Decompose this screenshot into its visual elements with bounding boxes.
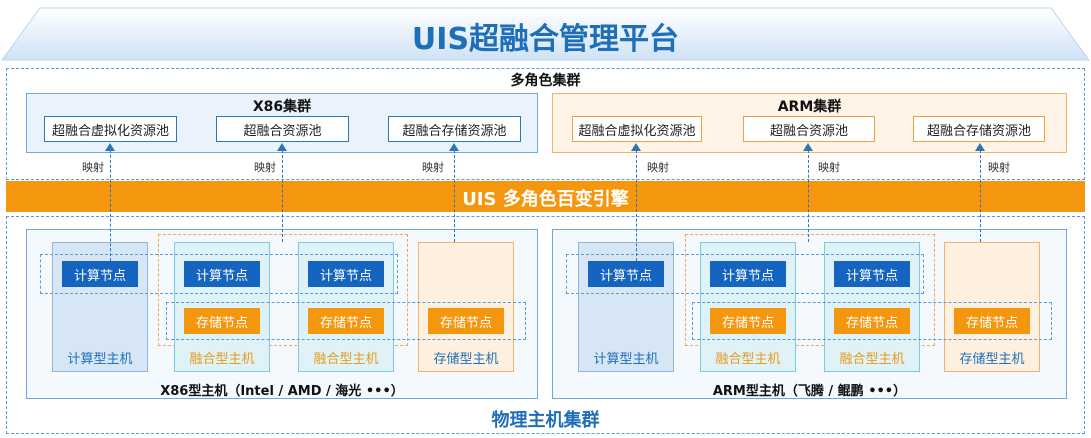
x86-fusion-group xyxy=(158,234,408,346)
physical-host-cluster xyxy=(6,216,1085,434)
physical-cluster-title: 物理主机集群 xyxy=(491,410,600,431)
mapping-arrowhead-x86-3 xyxy=(449,143,459,151)
x86-storage-node-2: 存储节点 xyxy=(308,308,384,334)
arm-pool-storage: 超融合存储资源池 xyxy=(913,116,1045,142)
mapping-arrowhead-x86-1 xyxy=(105,143,115,151)
arm-compute-node-1: 计算节点 xyxy=(588,261,664,287)
x86-storage-row xyxy=(166,302,526,340)
x86-storage-node-1: 存储节点 xyxy=(184,308,260,334)
mapping-arrow-arm-1 xyxy=(636,150,637,261)
arm-storage-host-label: 存储型主机 xyxy=(959,352,1025,367)
multi-role-cluster-title: 多角色集群 xyxy=(510,73,581,89)
arm-storage-node-3: 存储节点 xyxy=(954,308,1030,334)
x86-cluster-title: X86集群 xyxy=(252,99,312,115)
mapping-label-x86-2: 映射 xyxy=(254,161,276,174)
mapping-label-x86-1: 映射 xyxy=(82,161,104,174)
mapping-label-x86-3: 映射 xyxy=(422,161,444,174)
x86-fusion-host-label-1: 融合型主机 xyxy=(189,352,255,367)
header-banner-shape xyxy=(1,7,1090,61)
x86-compute-node-3: 计算节点 xyxy=(308,261,384,287)
arm-compute-host-label: 计算型主机 xyxy=(593,352,659,367)
mapping-arrow-x86-2 xyxy=(282,150,283,242)
arm-storage-host xyxy=(944,242,1040,372)
arm-storage-node-2: 存储节点 xyxy=(834,308,910,334)
x86-storage-host-label: 存储型主机 xyxy=(433,352,499,367)
arm-storage-node-1: 存储节点 xyxy=(710,308,786,334)
arm-pool-virtualization: 超融合虚拟化资源池 xyxy=(572,116,702,142)
arm-fusion-host-label-2: 融合型主机 xyxy=(839,352,905,367)
mapping-arrowhead-arm-3 xyxy=(975,143,985,151)
arm-fusion-group xyxy=(685,234,935,346)
x86-hosts-title: X86型主机（Intel / AMD / 海光 •••） xyxy=(160,384,404,399)
mapping-arrowhead-arm-2 xyxy=(803,143,813,151)
mapping-arrowhead-arm-1 xyxy=(631,143,641,151)
x86-compute-host-label: 计算型主机 xyxy=(67,352,133,367)
mapping-arrow-arm-3 xyxy=(980,150,981,242)
mapping-arrow-x86-1 xyxy=(110,150,111,261)
arm-compute-row xyxy=(566,254,924,294)
mapping-arrow-x86-3 xyxy=(454,150,455,242)
arm-compute-node-2: 计算节点 xyxy=(710,261,786,287)
mapping-label-arm-2: 映射 xyxy=(818,161,840,174)
mapping-label-arm-1: 映射 xyxy=(647,161,669,174)
arm-pool-hyperconverged: 超融合资源池 xyxy=(743,116,875,142)
arm-compute-node-3: 计算节点 xyxy=(834,261,910,287)
mapping-arrow-arm-2 xyxy=(808,150,809,242)
x86-pool-hyperconverged: 超融合资源池 xyxy=(216,116,349,142)
arm-hosts-title: ARM型主机（飞腾 / 鲲鹏 •••） xyxy=(712,384,907,399)
arm-storage-row xyxy=(692,302,1052,340)
engine-title: UIS 多角色百变引擎 xyxy=(462,189,629,210)
multi-role-cluster xyxy=(6,68,1085,180)
mapping-arrowhead-x86-2 xyxy=(277,143,287,151)
x86-compute-node-2: 计算节点 xyxy=(184,261,260,287)
mapping-label-arm-3: 映射 xyxy=(988,161,1010,174)
x86-pool-virtualization: 超融合虚拟化资源池 xyxy=(44,116,177,142)
page-title: UIS超融合管理平台 xyxy=(411,22,680,57)
x86-fusion-host-label-2: 融合型主机 xyxy=(313,352,379,367)
engine-bar xyxy=(6,181,1085,212)
arm-fusion-host-label-1: 融合型主机 xyxy=(715,352,781,367)
arm-cluster-title: ARM集群 xyxy=(777,99,842,115)
x86-storage-host xyxy=(418,242,514,372)
x86-pool-storage: 超融合存储资源池 xyxy=(388,116,521,142)
header-banner xyxy=(0,0,1091,62)
x86-compute-row xyxy=(40,254,398,294)
x86-compute-node-1: 计算节点 xyxy=(62,261,138,287)
x86-storage-node-3: 存储节点 xyxy=(428,308,504,334)
